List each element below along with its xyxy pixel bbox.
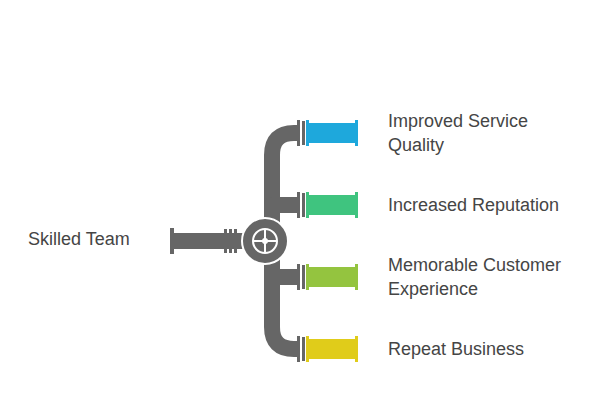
pipe-outlet — [297, 191, 359, 219]
outlet-node: Improved Service Quality — [297, 109, 597, 157]
outlet-cap — [355, 192, 358, 218]
pipe-flange — [234, 229, 237, 253]
valve-wheel — [253, 229, 277, 253]
outcome-text: Increased Reputation — [388, 193, 583, 217]
outlet-cap — [306, 192, 309, 218]
pipe-flange — [302, 121, 305, 145]
outlet-pipe — [309, 339, 355, 359]
outlet-cap — [306, 264, 309, 290]
pipe-outlet — [297, 119, 359, 147]
pipe-flange — [297, 264, 300, 290]
outlet-cap — [306, 120, 309, 146]
outlet-pipe — [309, 123, 355, 143]
outcome-text: Improved Service Quality — [388, 109, 583, 157]
valve-body — [242, 218, 288, 264]
outlet-cap — [355, 264, 358, 290]
pipe-flange — [297, 192, 300, 218]
source-text: Skilled Team — [28, 227, 170, 251]
pipe-flange — [302, 337, 305, 361]
outlet-pipe — [309, 267, 355, 287]
pipe-flange — [302, 265, 305, 289]
pipe-outlet — [297, 263, 359, 291]
outlet-node: Repeat Business — [297, 335, 597, 363]
outlet-node: Increased Reputation — [297, 191, 597, 219]
outlet-pipe — [309, 195, 355, 215]
source-label: Skilled Team — [28, 227, 170, 255]
outlet-cap — [306, 336, 309, 362]
pipe-flange — [302, 193, 305, 217]
outlet-cap — [355, 120, 358, 146]
pipe-flange — [297, 336, 300, 362]
outlet-cap — [355, 336, 358, 362]
valve-hub — [262, 238, 268, 244]
outlet-node: Memorable Customer Experience — [297, 253, 597, 301]
pipe-flange — [224, 229, 227, 253]
pipe-flange — [170, 228, 174, 254]
pipe-flange — [297, 120, 300, 146]
outcome-text: Memorable Customer Experience — [388, 253, 583, 301]
pipe-flange — [229, 229, 232, 253]
outcome-text: Repeat Business — [388, 337, 583, 361]
pipe-outlet — [297, 335, 359, 363]
